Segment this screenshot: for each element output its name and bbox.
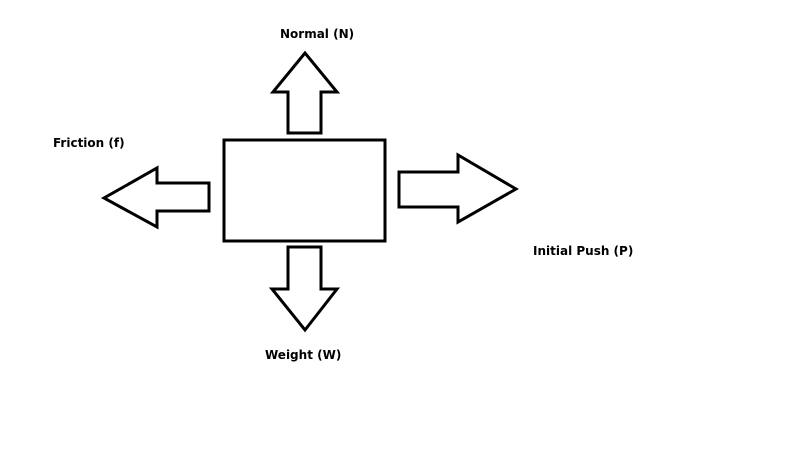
normal-force-arrow [269, 50, 341, 135]
push-force-label: Initial Push (P) [533, 244, 634, 258]
push-force-arrow [397, 152, 519, 225]
weight-force-arrow [268, 245, 341, 333]
normal-force-label: Normal (N) [280, 27, 355, 41]
weight-force-label: Weight (W) [265, 348, 342, 362]
friction-force-label: Friction (f) [53, 136, 125, 150]
friction-force-arrow [100, 165, 211, 230]
object-box [222, 138, 387, 243]
